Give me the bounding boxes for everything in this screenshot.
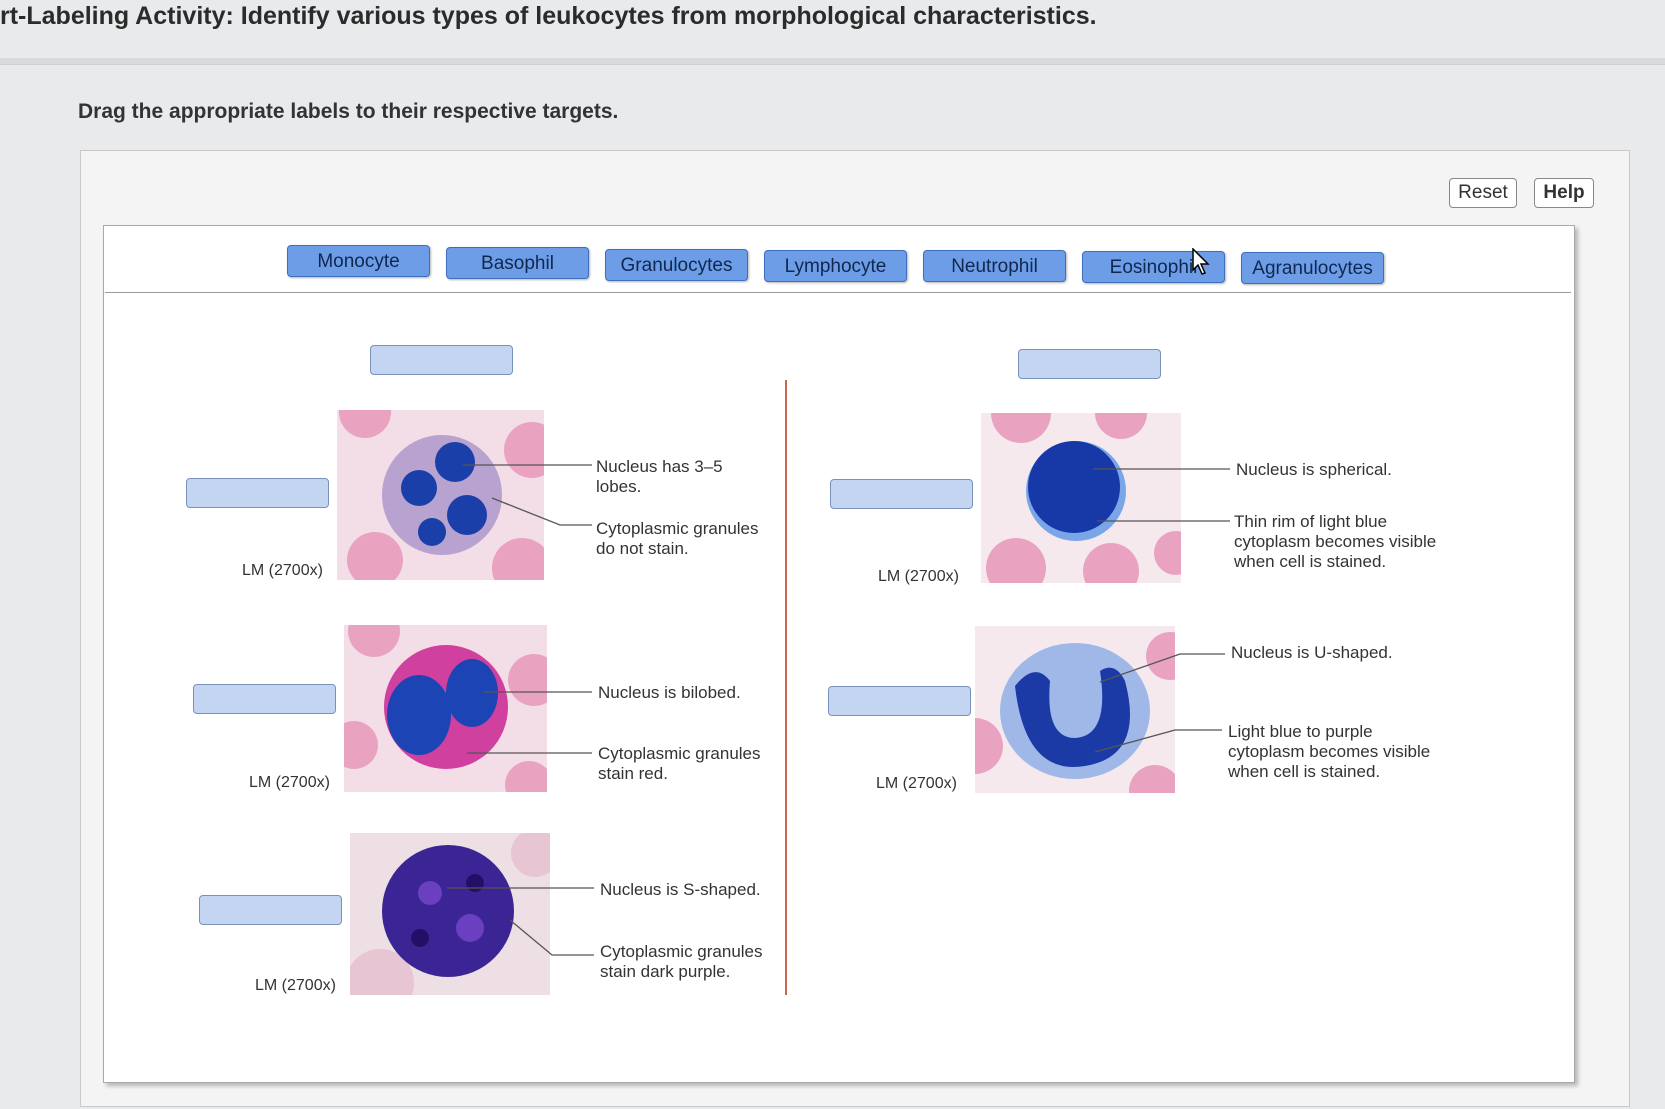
feature-nucleus-u-shaped: Nucleus is U-shaped. xyxy=(1231,643,1393,662)
micrograph-bilobed-nucleus xyxy=(344,625,547,792)
title-divider xyxy=(0,58,1665,65)
feature-light-blue-purple-cytoplasm: Light blue to purple cytoplasm becomes v… xyxy=(1228,722,1431,781)
micrograph-spherical-nucleus xyxy=(981,413,1181,583)
drop-target-right-cell-2[interactable] xyxy=(828,686,971,716)
help-button[interactable]: Help xyxy=(1534,178,1594,208)
reset-button[interactable]: Reset xyxy=(1449,178,1517,208)
label-neutrophil[interactable]: Neutrophil xyxy=(923,250,1066,282)
magnification-label: LM (2700x) xyxy=(876,775,957,792)
label-basophil[interactable]: Basophil xyxy=(446,247,589,279)
label-agranulocytes[interactable]: Agranulocytes xyxy=(1241,252,1384,284)
column-divider xyxy=(785,380,787,995)
drop-target-left-column-heading[interactable] xyxy=(370,345,513,375)
feature-thin-rim-cytoplasm: Thin rim of light blue cytoplasm becomes… xyxy=(1234,512,1437,571)
micrograph-s-shaped-nucleus xyxy=(350,833,550,995)
feature-nucleus-spherical: Nucleus is spherical. xyxy=(1236,460,1392,479)
label-monocyte[interactable]: Monocyte xyxy=(287,245,430,277)
micrograph-lobed-nucleus xyxy=(337,410,544,580)
feature-nucleus-s-shaped: Nucleus is S-shaped. xyxy=(600,880,761,899)
magnification-label: LM (2700x) xyxy=(242,562,323,579)
label-bank-divider xyxy=(105,292,1571,293)
mouse-pointer-icon xyxy=(1192,248,1210,275)
drop-target-left-cell-2[interactable] xyxy=(193,684,336,714)
label-lymphocyte[interactable]: Lymphocyte xyxy=(764,250,907,282)
feature-granules-stain-red: Cytoplasmic granules stain red. xyxy=(598,744,761,783)
magnification-label: LM (2700x) xyxy=(249,774,330,791)
feature-granules-no-stain: Cytoplasmic granules do not stain. xyxy=(596,519,759,558)
drop-target-right-cell-1[interactable] xyxy=(830,479,973,509)
micrograph-u-shaped-nucleus xyxy=(975,626,1175,793)
feature-granules-dark-purple: Cytoplasmic granules stain dark purple. xyxy=(600,942,763,981)
feature-nucleus-3-5-lobes: Nucleus has 3–5 lobes. xyxy=(596,457,723,496)
feature-nucleus-bilobed: Nucleus is bilobed. xyxy=(598,683,741,702)
label-granulocytes[interactable]: Granulocytes xyxy=(605,249,748,281)
magnification-label: LM (2700x) xyxy=(878,568,959,585)
drop-target-right-column-heading[interactable] xyxy=(1018,349,1161,379)
instructions-text: Drag the appropriate labels to their res… xyxy=(78,100,619,123)
magnification-label: LM (2700x) xyxy=(255,977,336,994)
drop-target-left-cell-3[interactable] xyxy=(199,895,342,925)
page-title: rt-Labeling Activity: Identify various t… xyxy=(0,2,1097,30)
drop-target-left-cell-1[interactable] xyxy=(186,478,329,508)
